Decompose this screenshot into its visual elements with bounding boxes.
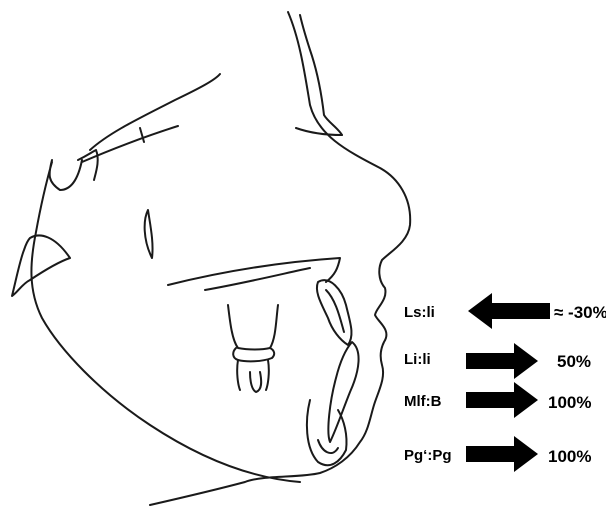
orbital-line xyxy=(90,74,220,150)
ratio-label: Ls:li xyxy=(404,304,435,321)
ear-outline xyxy=(12,235,70,296)
molar-root xyxy=(237,360,269,392)
nasion-tick xyxy=(140,128,144,142)
soft-tissue-profile xyxy=(150,12,410,505)
posterior-outline xyxy=(31,160,300,482)
lower-incisor xyxy=(328,342,358,442)
nasal-bone-line xyxy=(296,128,342,135)
arrow-right-icon xyxy=(466,436,538,472)
upper-incisor-inner xyxy=(326,290,344,332)
symphysis-inner xyxy=(318,440,338,453)
ratio-label: Li:li xyxy=(404,351,431,368)
molar-upper xyxy=(228,305,278,350)
zygoma-sliver xyxy=(145,210,153,258)
upper-incisor xyxy=(317,280,352,345)
ratio-value: 100% xyxy=(548,447,591,466)
nasal-contour xyxy=(300,15,342,135)
arrow-left-icon xyxy=(468,293,550,329)
arrow-right-icon xyxy=(466,343,538,379)
ratio-value: ≈ -30% xyxy=(554,303,606,322)
ratio-value: 100% xyxy=(548,393,591,412)
palate-lower xyxy=(205,268,310,290)
symphysis xyxy=(307,400,347,465)
ratio-label: Pg‘:Pg xyxy=(404,447,452,464)
ratio-value: 50% xyxy=(557,352,591,371)
ratio-label: Mlf:B xyxy=(404,393,442,410)
arrow-right-icon xyxy=(466,382,538,418)
